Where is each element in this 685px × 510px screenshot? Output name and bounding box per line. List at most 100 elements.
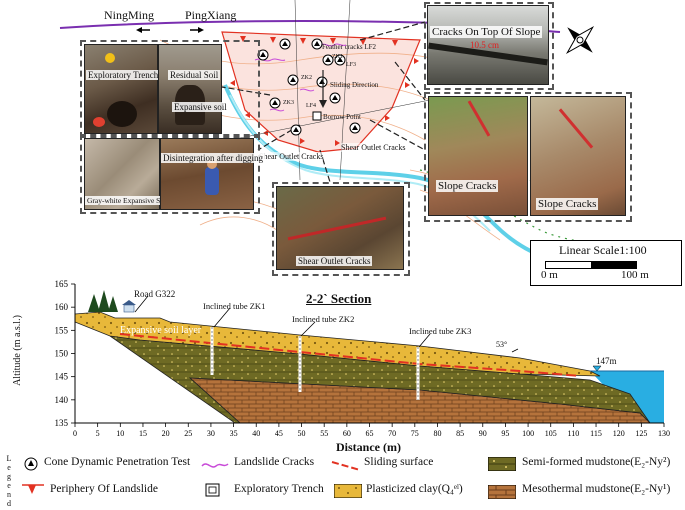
cpt-markers	[257, 38, 361, 136]
x-tick-label: 50	[298, 429, 306, 438]
photo-label-expansive-soil: Expansive soil	[172, 102, 229, 112]
photo-label-cracks-top: Cracks On Top Of Slope	[430, 26, 543, 38]
legend-icon-landslide-cracks	[201, 463, 229, 468]
map-label-zk1: ZK1	[332, 54, 343, 60]
x-tick-label: 125	[635, 429, 647, 438]
legend-item-semi-formed-mudstone: Semi-formed mudstone(E₂-Ny²)	[522, 456, 671, 468]
direction-ningming-label: NingMing	[104, 8, 155, 22]
photo-shear-dashed	[272, 182, 410, 276]
photo-group-bottom-left-dashed	[80, 134, 260, 214]
x-tick-label: 10	[116, 429, 124, 438]
north-arrow-icon	[565, 25, 595, 55]
y-tick-label: 145	[55, 372, 69, 382]
map-label-shear-cracks-left: Shear Outlet Cracks	[259, 152, 324, 161]
house-icon	[122, 300, 136, 313]
map-label-zk2: ZK2	[301, 75, 312, 81]
photo-label-exploratory-trench: Exploratory Trench	[86, 70, 161, 80]
x-tick-label: 80	[433, 429, 441, 438]
photo-exploratory-trench	[84, 44, 158, 134]
x-tick-label: 45	[275, 429, 283, 438]
map-label-feather-cracks: Feather cracks LF2	[322, 43, 377, 51]
x-tick-label: 15	[139, 429, 147, 438]
legend-item-plasticized-clay: Plasticized clay(Q₄ᵉˡ)	[366, 483, 463, 495]
x-tick-label: 95	[501, 429, 509, 438]
road-label: Road G322	[134, 289, 176, 299]
x-tick-label: 30	[207, 429, 215, 438]
legend-item-periphery: Periphery Of Landslide	[50, 483, 158, 495]
x-tick-label: 90	[479, 429, 487, 438]
legend-icon-mesothermal-mudstone	[488, 485, 516, 499]
legend-item-exploratory-trench: Exploratory Trench	[234, 483, 324, 495]
map-label-sliding-direction: Sliding Direction	[330, 81, 379, 89]
x-tick-label: 35	[230, 429, 238, 438]
slope-angle-label: 53°	[496, 340, 508, 349]
y-tick-label: 165	[55, 279, 69, 289]
x-tick-label: 70	[388, 429, 396, 438]
x-tick-label: 75	[411, 429, 419, 438]
legend-icon-cpt	[24, 457, 38, 471]
photo-label-slope-cracks-2: Slope Cracks	[536, 198, 599, 210]
y-tick-label: 155	[55, 325, 69, 335]
y-tick-label: 140	[55, 395, 69, 405]
x-tick-label: 65	[366, 429, 374, 438]
trees-icon	[88, 290, 118, 312]
photo-top-right-dashed	[424, 2, 554, 90]
legend-icon-exploratory-trench	[205, 483, 220, 497]
x-tick-label: 100	[522, 429, 534, 438]
map-label-borrow-point: Borrow Point	[323, 113, 361, 121]
photo-cracks-top-of-slope	[427, 5, 549, 85]
x-tick-label: 110	[568, 429, 580, 438]
y-tick-label: 150	[55, 349, 69, 359]
x-tick-label: 0	[73, 429, 77, 438]
legend-icon-plasticized-clay	[334, 484, 362, 498]
legend-icon-periphery	[22, 484, 44, 494]
x-tick-label: 60	[343, 429, 351, 438]
x-axis-label: Distance (m)	[336, 440, 401, 454]
photo-label-gray-white: Gray-white Expansive Soil	[85, 196, 171, 205]
map-label-lf3: LF3	[346, 62, 357, 68]
x-tick-label: 85	[456, 429, 464, 438]
photo-label-residual-soil: Residual Soil	[168, 70, 221, 80]
x-tick-label: 120	[613, 429, 625, 438]
scale-bar-title: Linear Scale1:100	[559, 243, 647, 257]
tube-zk3-label: Inclined tube ZK3	[409, 326, 472, 336]
tube-zk1-label: Inclined tube ZK1	[203, 301, 266, 311]
y-tick-label: 135	[55, 418, 69, 428]
scale-end-label: 100 m	[621, 269, 649, 281]
photo-label-disintegration: Disintegration after digging	[161, 153, 265, 163]
tube-zk2-label: Inclined tube ZK2	[292, 314, 355, 324]
photo-slope-cracks-dashed	[424, 92, 632, 222]
photo-slope-cracks-1	[428, 96, 528, 216]
map-label-zk3: ZK3	[283, 100, 294, 106]
x-tick-label: 105	[545, 429, 557, 438]
expansive-layer-label: Expansive soil layer	[120, 325, 202, 336]
water-level-label: 147m	[596, 356, 617, 366]
photo-label-slope-cracks-1: Slope Cracks	[436, 180, 499, 192]
scale-start-label: 0 m	[541, 269, 558, 281]
legend-item-mesothermal-mudstone: Mesothermal mudstone(E₂-Ny¹)	[522, 483, 671, 495]
photo-group-left-dashed	[80, 40, 260, 138]
section-title: 2-2` Section	[306, 291, 372, 306]
direction-pingxiang-label: PingXiang	[185, 8, 237, 22]
x-tick-label: 55	[320, 429, 328, 438]
legend-icon-sliding-surface	[331, 461, 361, 471]
legend-item-cpt: Cone Dynamic Penetration Test	[44, 456, 191, 468]
x-tick-label: 20	[162, 429, 170, 438]
x-tick-label: 115	[590, 429, 602, 438]
map-label-shear-cracks-right: Shear Outlet Cracks	[341, 143, 406, 152]
photo-residual-soil	[158, 44, 222, 134]
y-tick-label: 160	[55, 302, 69, 312]
legend-item-landslide-cracks: Landslide Cracks	[234, 456, 315, 468]
legend-item-sliding-surface: Sliding surface	[364, 456, 434, 468]
x-tick-label: 5	[96, 429, 100, 438]
x-tick-label: 130	[658, 429, 670, 438]
x-tick-label: 40	[252, 429, 260, 438]
legend-icon-semi-formed-mudstone	[488, 457, 516, 471]
photo-slope-cracks-2	[530, 96, 626, 216]
crack-width-value: 10.5 cm	[470, 40, 499, 50]
map-label-lf4: LF4	[306, 103, 317, 109]
scale-bar-box: Linear Scale1:100 0 m 100 m	[530, 240, 682, 286]
y-axis-label: Altitude (m a.s.l.)	[11, 315, 23, 386]
